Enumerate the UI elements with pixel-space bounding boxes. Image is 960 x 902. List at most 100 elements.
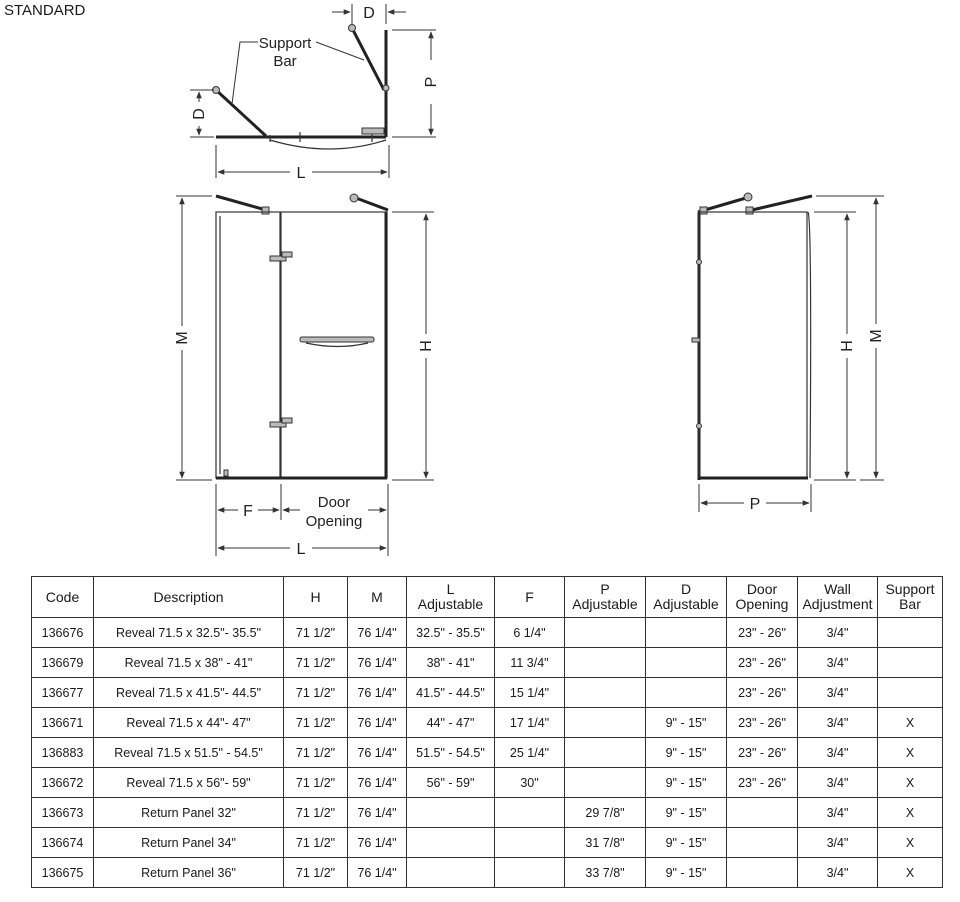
table-cell: 3/4"	[797, 677, 878, 708]
table-cell: 30"	[494, 767, 565, 798]
door-opening-label-2: Opening	[306, 513, 363, 530]
table-cell: Reveal 71.5 x 32.5"- 35.5"	[93, 617, 284, 648]
table-cell: X	[877, 827, 943, 858]
table-cell: 71 1/2"	[283, 677, 348, 708]
table-cell: X	[877, 707, 943, 738]
front-l-label: L	[297, 541, 306, 558]
plan-d-label-top: D	[363, 5, 375, 22]
table-cell	[406, 797, 495, 828]
support-bar-label-1: Support	[259, 35, 312, 52]
column-header-text: Bar	[899, 596, 921, 612]
table-cell: X	[877, 857, 943, 888]
table-cell: 76 1/4"	[347, 797, 407, 828]
table-cell	[564, 767, 646, 798]
table-cell: 136679	[31, 647, 94, 678]
table-cell: 3/4"	[797, 617, 878, 648]
table-cell: 71 1/2"	[283, 737, 348, 768]
front-f-label: F	[243, 503, 253, 520]
table-cell	[406, 857, 495, 888]
table-cell: 51.5" - 54.5"	[406, 737, 495, 768]
column-header-text: M	[371, 588, 383, 605]
table-cell: 136883	[31, 737, 94, 768]
plan-p-label: P	[423, 77, 440, 88]
table-cell: X	[877, 797, 943, 828]
page-title: STANDARD	[4, 2, 86, 19]
table-cell: 9" - 15"	[645, 857, 727, 888]
table-cell: 76 1/4"	[347, 857, 407, 888]
column-header: M	[347, 576, 407, 618]
table-cell: 25 1/4"	[494, 737, 565, 768]
door-opening-label-1: Door	[318, 494, 351, 511]
table-cell: 3/4"	[797, 797, 878, 828]
table-cell: 71 1/2"	[283, 827, 348, 858]
table-cell: Return Panel 36"	[93, 857, 284, 888]
table-cell: 136677	[31, 677, 94, 708]
table-cell: 9" - 15"	[645, 737, 727, 768]
table-cell: Reveal 71.5 x 38" - 41"	[93, 647, 284, 678]
table-cell: Reveal 71.5 x 44"- 47"	[93, 707, 284, 738]
technical-drawing: Support Bar D P D L	[174, 4, 885, 558]
column-header-text: Adjustable	[417, 596, 484, 612]
table-cell	[494, 827, 565, 858]
table-cell: 38" - 41"	[406, 647, 495, 678]
table-cell: 17 1/4"	[494, 707, 565, 738]
side-return-panel	[698, 211, 808, 479]
column-header-text: Door	[746, 581, 778, 597]
side-m-label: M	[868, 329, 885, 342]
left-support-bar	[214, 88, 268, 138]
table-cell: 136676	[31, 617, 94, 648]
table-cell: 76 1/4"	[347, 767, 407, 798]
table-cell: 76 1/4"	[347, 737, 407, 768]
table-cell: 71 1/2"	[283, 857, 348, 888]
table-cell: 9" - 15"	[645, 707, 727, 738]
table-cell: 136675	[31, 857, 94, 888]
table-cell: 136673	[31, 797, 94, 828]
table-cell: 136674	[31, 827, 94, 858]
table-cell	[645, 677, 727, 708]
table-cell: Reveal 71.5 x 51.5" - 54.5"	[93, 737, 284, 768]
table-cell	[564, 707, 646, 738]
table-cell: 9" - 15"	[645, 797, 727, 828]
table-cell: 3/4"	[797, 827, 878, 858]
table-cell	[877, 677, 943, 708]
door-panel	[280, 211, 388, 479]
table-cell: 3/4"	[797, 857, 878, 888]
front-elevation: M H F Door Opening L	[174, 193, 435, 558]
table-cell: 71 1/2"	[283, 767, 348, 798]
column-header: F	[494, 576, 565, 618]
table-cell: Return Panel 34"	[93, 827, 284, 858]
right-support-bar	[350, 27, 386, 91]
support-bar-label-2: Bar	[273, 53, 296, 70]
hinge-lower	[269, 421, 287, 428]
table-cell: 32.5" - 35.5"	[406, 617, 495, 648]
table-cell: 76 1/4"	[347, 827, 407, 858]
table-cell	[877, 647, 943, 678]
column-header-text: Code	[45, 588, 80, 605]
front-m-label: M	[174, 331, 191, 344]
plan-view: Support Bar D P D L	[190, 4, 440, 182]
table-cell: 3/4"	[797, 647, 878, 678]
table-cell: 41.5" - 44.5"	[406, 677, 495, 708]
towel-bar	[299, 336, 375, 343]
column-header-text: Adjustment	[802, 596, 873, 612]
column-header-text: P	[600, 581, 610, 597]
table-cell: 3/4"	[797, 707, 878, 738]
column-header-text: Adjustable	[572, 596, 638, 612]
table-cell	[877, 617, 943, 648]
column-header: Code	[31, 576, 94, 618]
table-cell: 44" - 47"	[406, 707, 495, 738]
table-cell: 76 1/4"	[347, 647, 407, 678]
hinge-upper	[269, 255, 287, 262]
column-header-text: H	[310, 588, 321, 605]
